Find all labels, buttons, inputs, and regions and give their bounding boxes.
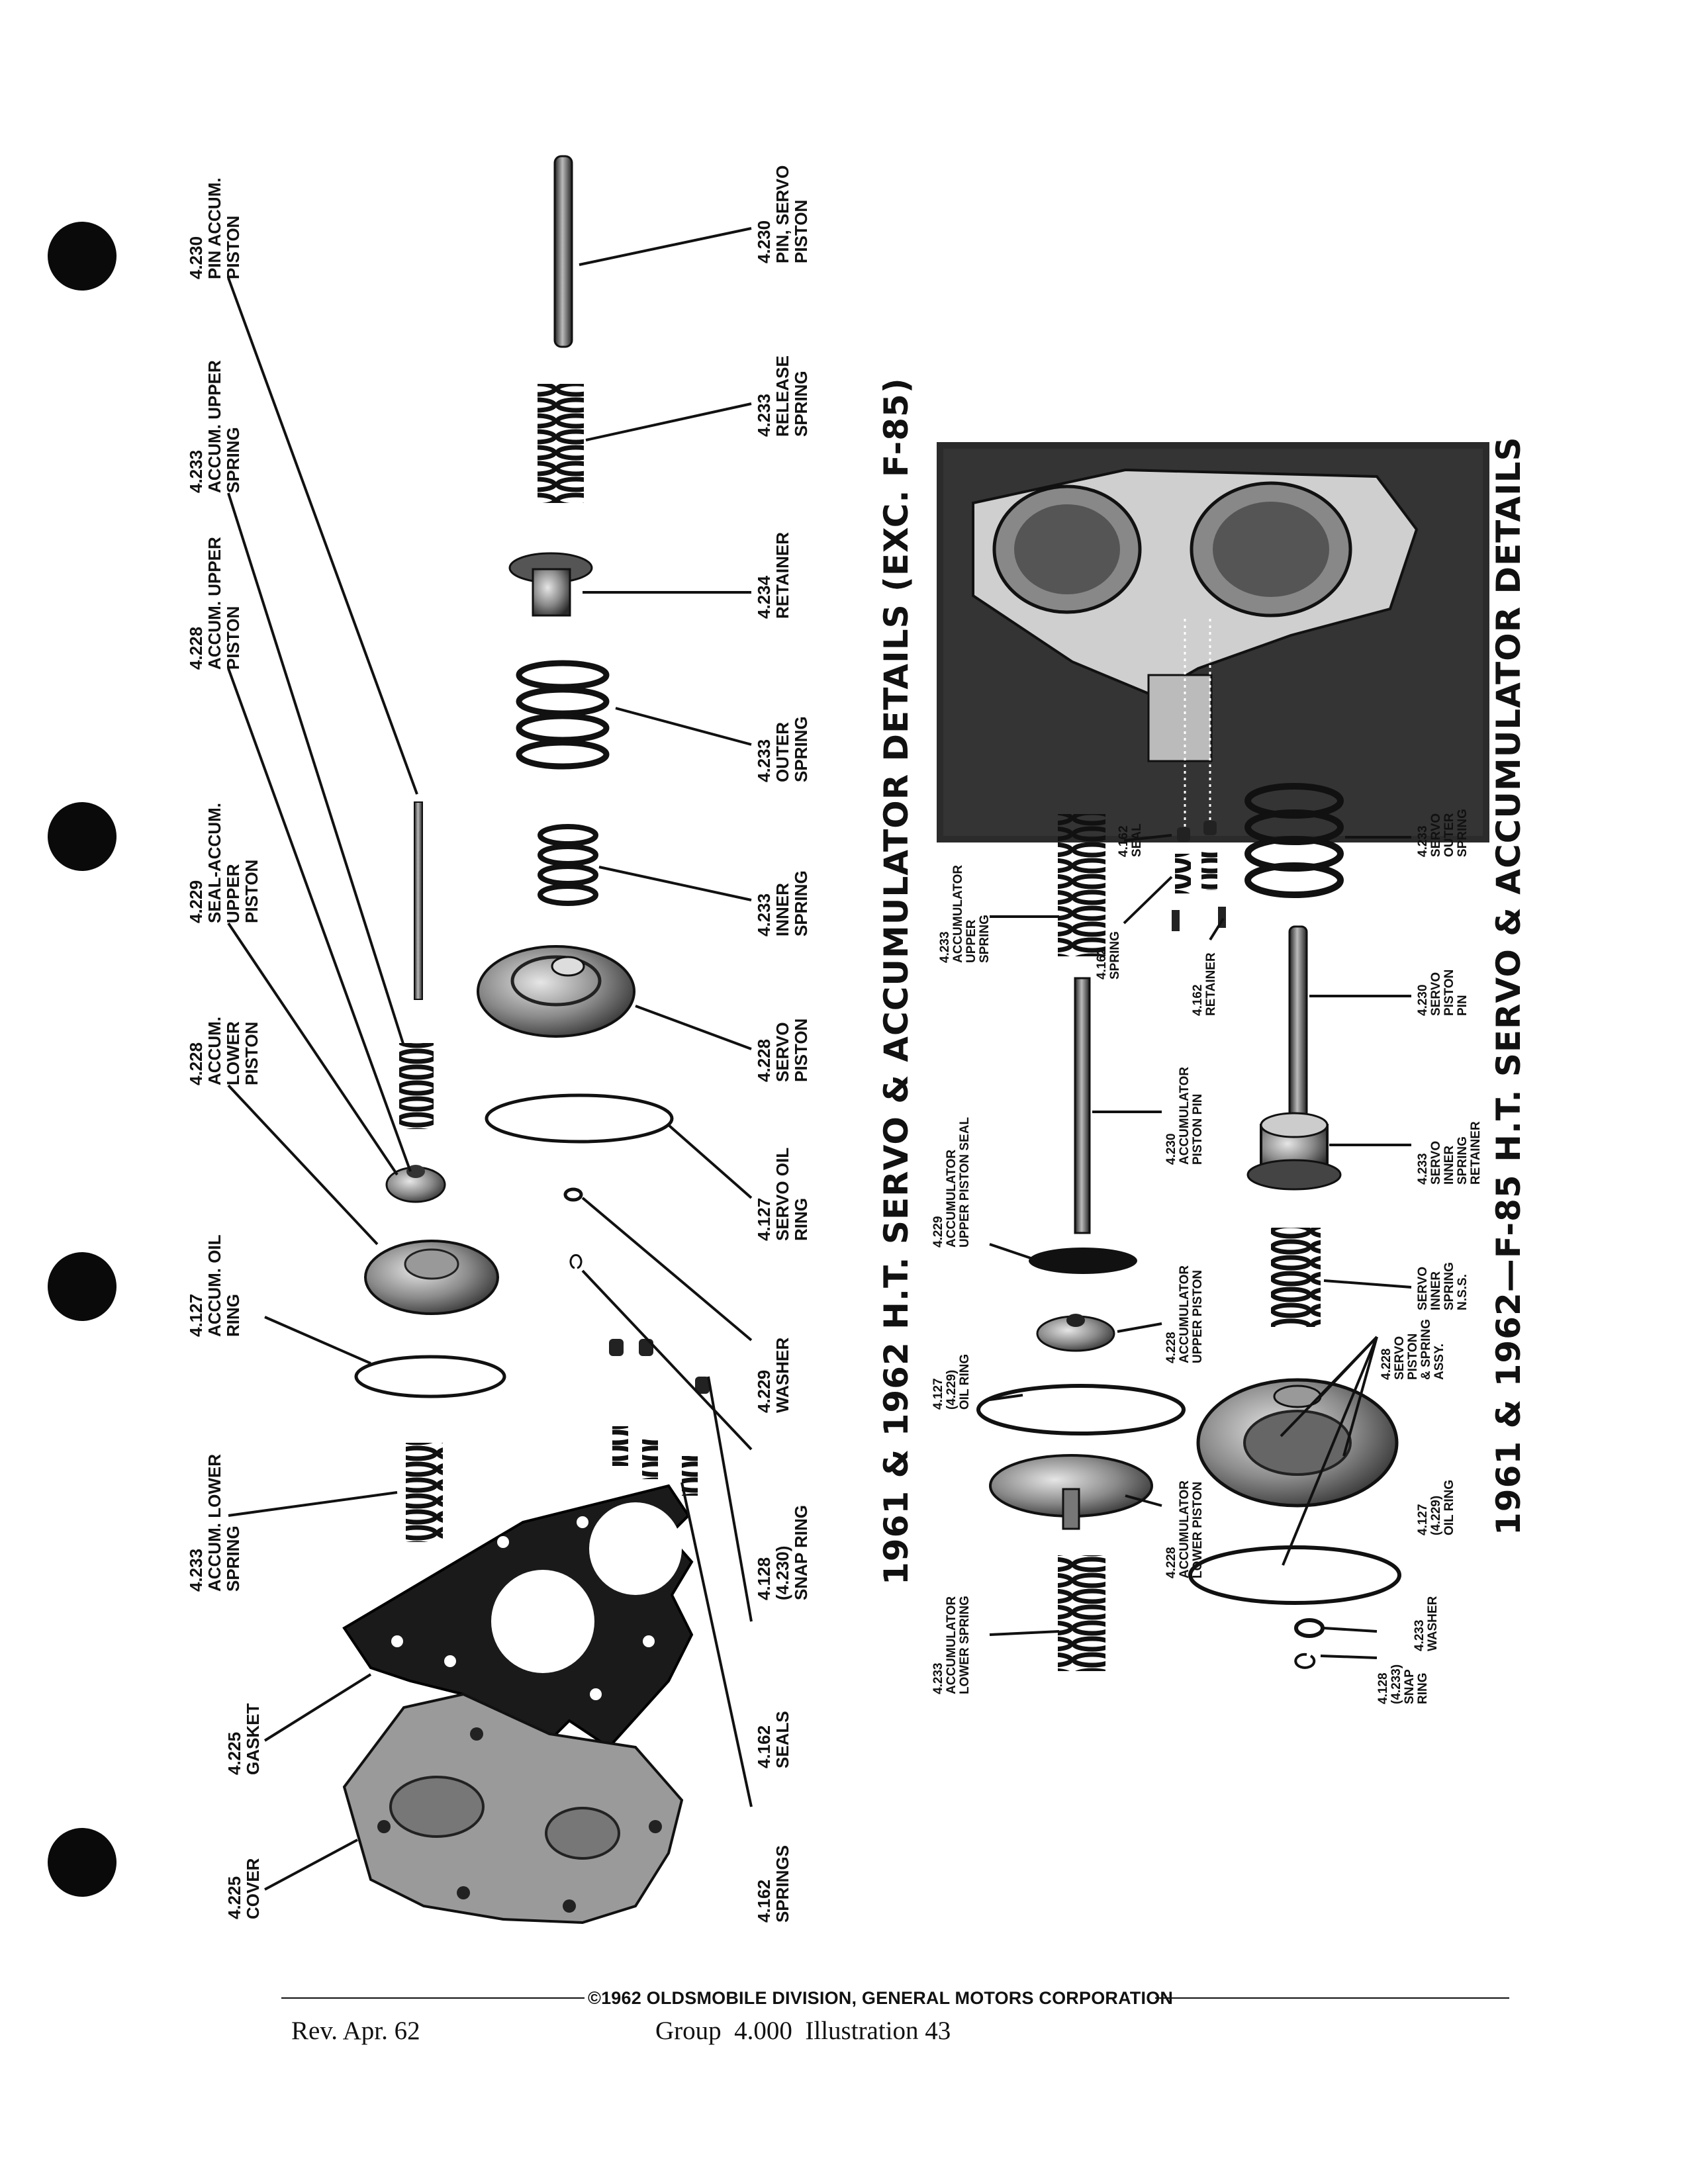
bottom-figure-title: 1961 & 1962—F-85 H.T. SERVO & ACCUMULATO… [1489,436,1528,1535]
release-spring-part [538,384,584,503]
bottom-figure-parts [937,442,1489,1671]
label-oil-ring-b: 4.127(4.229)OIL RING [1416,1479,1456,1535]
copyright-notice: ©1962 OLDSMOBILE DIVISION, GENERAL MOTOR… [588,1988,1174,2008]
binder-hole-3 [48,1252,117,1321]
top-leader-lines [227,227,753,1891]
binder-hole-1 [48,222,117,291]
group-illustration: Group 4.000 Illustration 43 [655,2017,951,2045]
label-snap-ring: 4.128(4.230)SNAP RING [754,1505,811,1600]
footer-rule-left [281,1997,585,1999]
top-figure-title: 1961 & 1962 H.T. SERVO & ACCUMULATOR DET… [877,377,915,1585]
top-figure-parts [342,155,710,1925]
bottom-leader-lines [989,834,1412,1659]
revision-date: Rev. Apr. 62 [291,2017,420,2045]
binder-hole-2 [48,802,117,871]
footer-rule-right [1155,1997,1509,1999]
binder-hole-4 [48,1828,117,1897]
servo-pin-part [553,155,573,348]
label-oil-ring-a: 4.127(4.229)OIL RING [931,1353,972,1410]
